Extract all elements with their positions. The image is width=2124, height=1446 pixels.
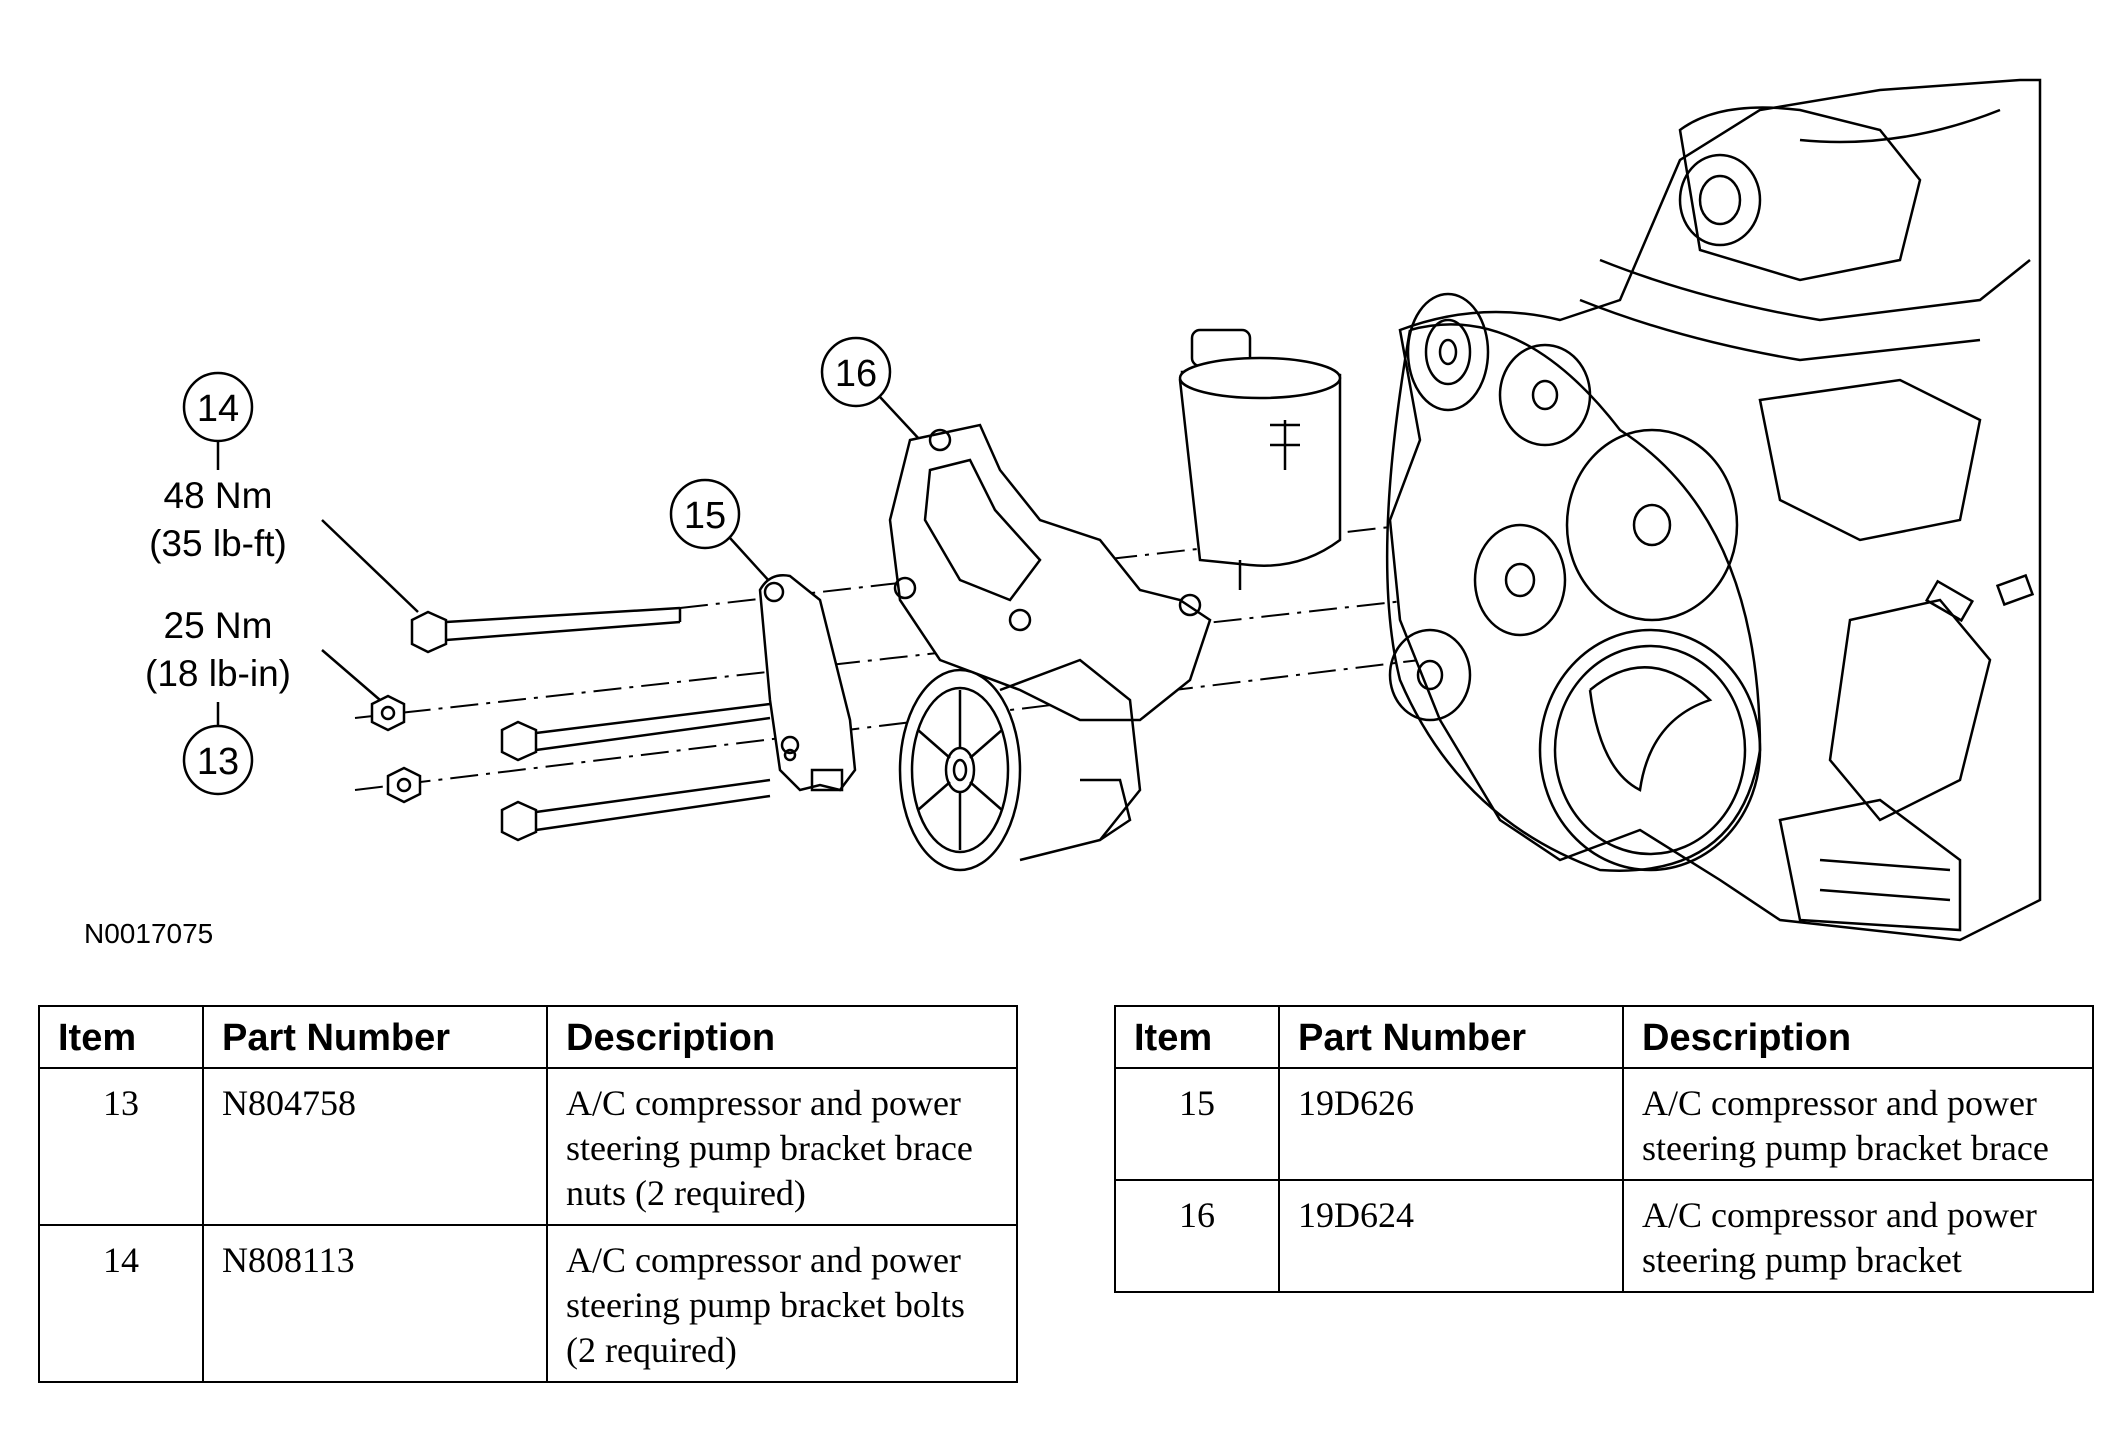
- bracket-bolt-lower: [500, 778, 771, 842]
- torque-14-nm: 48 Nm: [164, 475, 273, 516]
- part-number: 19D624: [1278, 1179, 1624, 1293]
- pump-bracket-16: [888, 423, 1212, 722]
- header-description: Description: [1622, 1005, 2094, 1069]
- header-item: Item: [1114, 1005, 1280, 1069]
- item-number: 15: [1114, 1067, 1280, 1181]
- torque-13-lbin: (18 lb-in): [145, 653, 291, 694]
- description-line: A/C compressor and power: [566, 1083, 961, 1123]
- description: A/C compressor and power steering pump b…: [1622, 1067, 2094, 1181]
- callout-16: [820, 336, 921, 441]
- header-item: Item: [38, 1005, 204, 1069]
- brace-nut-lower: [386, 766, 422, 804]
- description-line: steering pump bracket bolts: [566, 1285, 965, 1325]
- leader-14: [321, 519, 419, 613]
- header-part-number: Part Number: [1278, 1005, 1624, 1069]
- callout-13: [182, 702, 254, 796]
- part-number: 19D626: [1278, 1067, 1624, 1181]
- description-line: A/C compressor and power: [566, 1240, 961, 1280]
- bracket-bolt-upper: [500, 702, 771, 762]
- description: A/C compressor and power steering pump b…: [546, 1067, 1018, 1226]
- description-line: nuts (2 required): [566, 1173, 806, 1213]
- parts-table-right: Item Part Number Description 15 19D626 A…: [1114, 1005, 2094, 1293]
- leader-13: [321, 649, 381, 701]
- brace-nut-upper: [370, 694, 406, 732]
- callout-13-label: 13: [197, 741, 239, 783]
- part-number: N804758: [202, 1067, 548, 1226]
- torque-13-nm: 25 Nm: [164, 605, 273, 646]
- power-steering-reservoir: [1178, 328, 1342, 590]
- table-row: 13 N804758 A/C compressor and power stee…: [38, 1067, 1018, 1226]
- description-line: steering pump bracket: [1642, 1240, 1962, 1280]
- table-row: 14 N808113 A/C compressor and power stee…: [38, 1224, 1018, 1383]
- description-line: A/C compressor and power: [1642, 1083, 2037, 1123]
- header-description: Description: [546, 1005, 1018, 1069]
- callout-16-label: 16: [835, 353, 877, 395]
- item-number: 16: [1114, 1179, 1280, 1293]
- callout-14: [182, 371, 254, 470]
- description-line: steering pump bracket brace: [566, 1128, 973, 1168]
- callout-15-label: 15: [684, 495, 726, 537]
- exploded-view-illustration: 14 13 15 16 48 Nm (35 lb-ft) 25 Nm (18 l…: [145, 78, 2042, 942]
- description-line: A/C compressor and power: [1642, 1195, 2037, 1235]
- torque-14-lbft: (35 lb-ft): [149, 523, 287, 564]
- callout-15: [669, 478, 771, 583]
- bracket-bolt-14: [410, 606, 682, 654]
- item-number: 13: [38, 1067, 204, 1226]
- description-line: steering pump bracket brace: [1642, 1128, 2049, 1168]
- description: A/C compressor and power steering pump b…: [546, 1224, 1018, 1383]
- power-steering-pump-pulley: [898, 658, 1142, 872]
- bracket-brace-15: [758, 574, 857, 792]
- table-row: 16 19D624 A/C compressor and power steer…: [1114, 1179, 2094, 1293]
- parts-table-left: Item Part Number Description 13 N804758 …: [38, 1005, 1018, 1383]
- header-part-number: Part Number: [202, 1005, 548, 1069]
- engine-block: [1385, 78, 2042, 942]
- description: A/C compressor and power steering pump b…: [1622, 1179, 2094, 1293]
- callout-14-label: 14: [197, 388, 239, 430]
- figure-id: N0017075: [84, 918, 214, 949]
- item-number: 14: [38, 1224, 204, 1383]
- description-line: (2 required): [566, 1330, 737, 1370]
- table-row: 15 19D626 A/C compressor and power steer…: [1114, 1067, 2094, 1181]
- part-number: N808113: [202, 1224, 548, 1383]
